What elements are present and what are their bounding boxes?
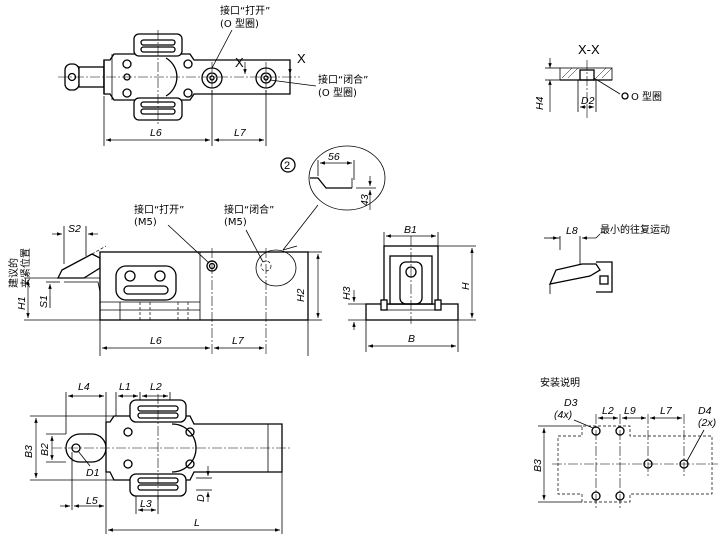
top-view: X X 接口“打开” (O 型圈) 接口“闭合” (O 型圈) L6 L7: [58, 4, 368, 146]
dim-b3-mount: B3: [532, 459, 544, 472]
dim-h1: H1: [16, 297, 28, 310]
clamp-position-2: 夹紧位置: [19, 248, 32, 288]
dim-43: 43: [359, 194, 371, 206]
dim-b2: B2: [39, 443, 51, 456]
dim-56: 56: [328, 151, 340, 163]
dim-h2: H2: [295, 288, 307, 302]
section-x-x: X-X H4 D2 O 型圈: [534, 42, 662, 118]
dim-l7-side: L7: [232, 335, 245, 347]
section-title: X-X: [578, 42, 600, 57]
dim-l4: L4: [78, 381, 90, 393]
mounting-instructions: 安装说明 L2 L9 L7 D3 (4x) D4 (2x) B3: [532, 376, 718, 510]
section-mark-left: X: [235, 55, 244, 70]
dim-l6-side: L6: [150, 335, 162, 347]
side-port-open-label: 接口“打开”: [134, 203, 184, 216]
port-open-seal: (O 型圈): [220, 17, 259, 30]
dim-d4-count: (2x): [698, 417, 716, 429]
mounting-outline: [557, 425, 713, 503]
dim-h4: H4: [534, 96, 546, 110]
dim-l2-mount: L2: [602, 405, 614, 417]
dim-l9: L9: [624, 405, 636, 417]
dim-d1: D1: [86, 467, 99, 479]
detail-2: 2 56 43: [280, 145, 386, 251]
side-port-close-label: 接口“闭合”: [224, 203, 274, 216]
dim-b: B: [408, 333, 415, 345]
front-view: B1 H3 H B: [341, 224, 476, 352]
port-close-seal: (O 型圈): [318, 86, 357, 99]
stroke-arm: [548, 263, 601, 285]
detail-callout: 2: [284, 160, 290, 172]
dim-d3-count: (4x): [554, 409, 572, 421]
side-port-close-thread: (M5): [224, 217, 247, 228]
clamp-body: [103, 53, 291, 101]
dim-h: H: [460, 282, 472, 290]
dim-d4: D4: [698, 405, 712, 417]
side-port-open-thread: (M5): [134, 217, 157, 228]
dim-l7-mount: L7: [660, 405, 673, 417]
o-ring-label: O 型圈: [631, 90, 662, 103]
dim-h3: H3: [341, 286, 353, 300]
dim-l5: L5: [86, 495, 98, 507]
dim-l3: L3: [140, 498, 152, 510]
dim-l8: L8: [566, 225, 578, 237]
port-close-label: 接口“闭合”: [318, 73, 368, 86]
stroke-note: 最小的往复运动: [600, 223, 670, 236]
dim-b1: B1: [404, 224, 417, 236]
clamp-position-1: 建议的: [7, 258, 20, 288]
dim-l: L: [194, 517, 200, 529]
mounting-title: 安装说明: [540, 376, 580, 389]
dim-l6-top: L6: [150, 127, 162, 139]
dim-s1: S1: [38, 295, 50, 308]
dim-l7-top: L7: [234, 127, 247, 139]
dim-d3: D3: [564, 397, 578, 409]
dim-s2: S2: [68, 223, 81, 235]
side-view: 建议的 夹紧位置 接口“打开” (M5) 接口“闭合”: [7, 203, 322, 356]
port-open-label: 接口“打开”: [220, 4, 270, 17]
dim-d2: D2: [581, 95, 595, 107]
dim-d: D: [195, 494, 207, 502]
bottom-view: L4 L1 L2 B3 B2 D1 L5 L3 D L: [23, 381, 290, 534]
dim-b3-bottom: B3: [23, 445, 35, 458]
dim-l1: L1: [119, 381, 131, 393]
dim-l2: L2: [150, 381, 162, 393]
stroke-detail: L8 最小的往复运动: [544, 223, 670, 294]
section-mark-right: X: [297, 51, 306, 66]
